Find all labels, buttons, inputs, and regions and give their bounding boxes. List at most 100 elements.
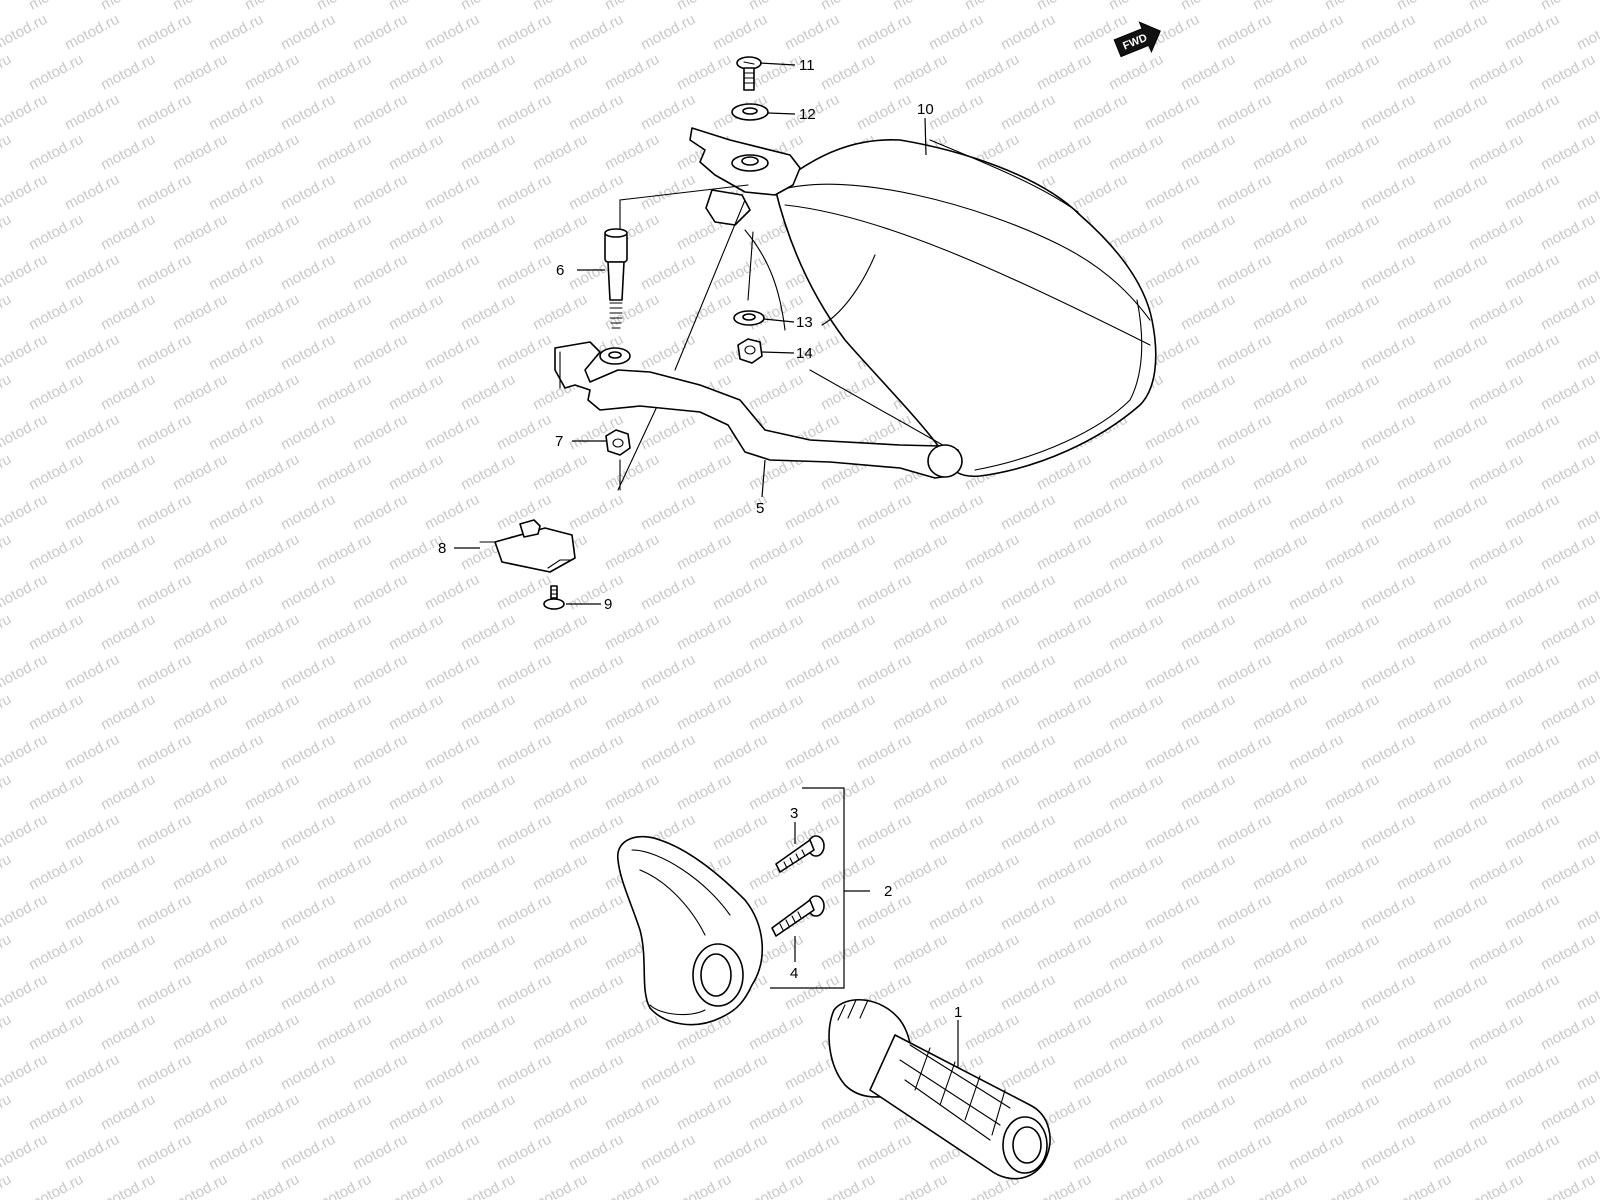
callout-6: 6 [556, 262, 564, 279]
watermark-text: motod.ru [1322, 691, 1382, 734]
watermark-text: motod.ru [350, 411, 410, 454]
watermark-text: motod.ru [314, 211, 374, 254]
watermark-text: motod.ru [1142, 891, 1202, 934]
watermark-text: motod.ru [1430, 811, 1490, 854]
watermark-text: motod.ru [26, 1171, 86, 1200]
watermark-text: motod.ru [566, 571, 626, 614]
watermark-text: motod.ru [1502, 971, 1562, 1014]
watermark-text: motod.ru [422, 411, 482, 454]
watermark-text: motod.ru [1142, 171, 1202, 214]
watermark-text: motod.ru [98, 611, 158, 654]
watermark-text: motod.ru [1538, 691, 1598, 734]
watermark-text: motod.ru [386, 771, 446, 814]
watermark-text: motod.ru [1214, 1131, 1274, 1174]
callout-14: 14 [796, 345, 813, 362]
watermark-text: motod.ru [1070, 891, 1130, 934]
watermark-text: motod.ru [1466, 291, 1526, 334]
watermark-text: motod.ru [530, 691, 590, 734]
watermark-text: motod.ru [386, 611, 446, 654]
watermark-text: motod.ru [386, 1011, 446, 1054]
watermark-text: motod.ru [1322, 291, 1382, 334]
watermark-text: motod.ru [170, 931, 230, 974]
alignment-lines [617, 184, 949, 491]
watermark-text: motod.ru [1430, 891, 1490, 934]
watermark-text: motod.ru [1214, 251, 1274, 294]
watermark-text: motod.ru [1538, 131, 1598, 174]
watermark-text: motod.ru [350, 171, 410, 214]
watermark-text: motod.ru [314, 1171, 374, 1200]
watermark-text: motod.ru [926, 891, 986, 934]
watermark-text: motod.ru [674, 0, 734, 14]
watermark-text: motod.ru [1034, 51, 1094, 94]
watermark-text: motod.ru [638, 491, 698, 534]
watermark-text: motod.ru [278, 651, 338, 694]
watermark-text: motod.ru [926, 731, 986, 774]
watermark-text: motod.ru [1250, 771, 1310, 814]
watermark-text: motod.ru [134, 411, 194, 454]
guard-nut [737, 338, 763, 364]
watermark-text: motod.ru [278, 11, 338, 54]
watermark-text: motod.ru [746, 1171, 806, 1200]
watermark-text: motod.ru [62, 171, 122, 214]
watermark-text: motod.ru [26, 371, 86, 414]
watermark-text: motod.ru [530, 1011, 590, 1054]
watermark-text: motod.ru [1178, 1091, 1238, 1134]
watermark-text: motod.ru [1538, 1171, 1598, 1200]
watermark-text: motod.ru [818, 931, 878, 974]
watermark-text: motod.ru [0, 531, 14, 574]
watermark-text: motod.ru [0, 1131, 50, 1174]
watermark-text: motod.ru [206, 1131, 266, 1174]
watermark-text: motod.ru [1574, 1131, 1600, 1174]
watermark-text: motod.ru [278, 571, 338, 614]
watermark-text: motod.ru [26, 291, 86, 334]
watermark-text: motod.ru [134, 491, 194, 534]
watermark-text: motod.ru [530, 211, 590, 254]
watermark-text: motod.ru [1142, 251, 1202, 294]
watermark-text: motod.ru [1538, 291, 1598, 334]
watermark-text: motod.ru [1538, 1091, 1598, 1134]
watermark-text: motod.ru [530, 291, 590, 334]
watermark-text: motod.ru [494, 811, 554, 854]
grip-guard [617, 835, 764, 1026]
watermark-text: motod.ru [242, 691, 302, 734]
watermark-text: motod.ru [1106, 691, 1166, 734]
watermark-text: motod.ru [1250, 371, 1310, 414]
watermark-text: motod.ru [1466, 451, 1526, 494]
watermark-text: motod.ru [422, 251, 482, 294]
watermark-text: motod.ru [926, 491, 986, 534]
watermark-text: motod.ru [1430, 571, 1490, 614]
watermark-text: motod.ru [0, 1171, 14, 1200]
watermark-text: motod.ru [0, 571, 50, 614]
watermark-text: motod.ru [818, 851, 878, 894]
watermark-text: motod.ru [314, 771, 374, 814]
watermark-text: motod.ru [1214, 811, 1274, 854]
watermark-text: motod.ru [998, 731, 1058, 774]
watermark-text: motod.ru [458, 771, 518, 814]
watermark-text: motod.ru [0, 1011, 14, 1054]
watermark-text: motod.ru [530, 931, 590, 974]
callout-1: 1 [954, 1004, 962, 1021]
watermark-text: motod.ru [1250, 1171, 1310, 1200]
watermark-text: motod.ru [1106, 211, 1166, 254]
watermark-text: motod.ru [26, 1011, 86, 1054]
watermark-text: motod.ru [1574, 971, 1600, 1014]
watermark-text: motod.ru [1070, 571, 1130, 614]
watermark-text: motod.ru [818, 611, 878, 654]
watermark-text: motod.ru [98, 371, 158, 414]
watermark-text: motod.ru [710, 571, 770, 614]
watermark-text: motod.ru [1070, 971, 1130, 1014]
washer-top [731, 103, 769, 121]
watermark-text: motod.ru [1178, 1171, 1238, 1200]
watermark-text: motod.ru [386, 851, 446, 894]
watermark-text: motod.ru [1394, 1011, 1454, 1054]
watermark-text: motod.ru [1574, 11, 1600, 54]
watermark-text: motod.ru [1358, 491, 1418, 534]
watermark-text: motod.ru [530, 0, 590, 14]
watermark-text: motod.ru [170, 1091, 230, 1134]
watermark-text: motod.ru [350, 651, 410, 694]
watermark-text: motod.ru [242, 51, 302, 94]
watermark-text: motod.ru [638, 1051, 698, 1094]
watermark-text: motod.ru [1394, 291, 1454, 334]
watermark-text: motod.ru [998, 91, 1058, 134]
watermark-text: motod.ru [854, 731, 914, 774]
